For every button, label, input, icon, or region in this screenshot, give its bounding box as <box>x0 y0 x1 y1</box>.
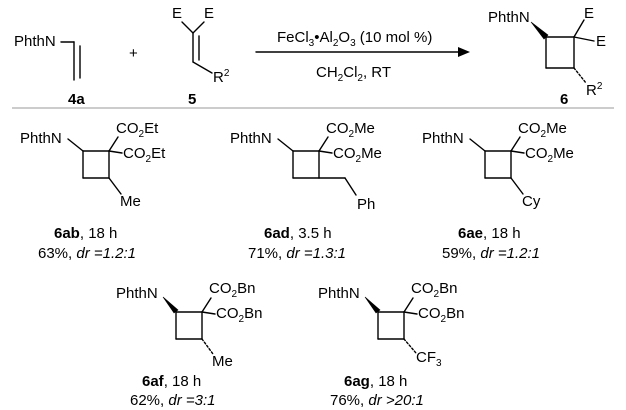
reactant-4a: PhthN 4a <box>14 33 85 108</box>
ester-2: CO2Me <box>333 145 382 165</box>
bond <box>403 297 414 313</box>
ester-1: CO2Bn <box>411 280 457 300</box>
label-5: 5 <box>188 91 196 108</box>
bond <box>192 61 213 74</box>
yield-line: 59%, dr =1.2:1 <box>442 245 540 262</box>
ester-1: CO2Me <box>326 120 375 140</box>
bond <box>318 150 333 154</box>
amine-label: PhthN <box>230 130 272 147</box>
plus-sign: + <box>129 45 138 62</box>
ester-1: CO2Et <box>116 120 159 140</box>
bond <box>108 177 122 195</box>
product-6ab: PhthN CO2Et CO2Et Me 6ab, 18 h 63%, dr =… <box>20 120 166 262</box>
compound-line: 6af, 18 h <box>142 373 201 390</box>
bond <box>181 21 194 34</box>
product-6ad: PhthN CO2Me CO2Me Ph 6ad, 3.5 h 71%, dr … <box>230 120 382 262</box>
product-6-e2: E <box>596 33 606 50</box>
wedge-bond <box>530 21 549 40</box>
substituent: Ph <box>357 196 375 213</box>
amine-label: PhthN <box>116 285 158 302</box>
reactant-4a-amine: PhthN <box>14 33 56 50</box>
bond <box>510 177 524 195</box>
ester-1: CO2Bn <box>209 280 255 300</box>
bond <box>201 311 216 315</box>
product-6-e1: E <box>584 5 594 22</box>
product-6-r2: R2 <box>586 81 603 99</box>
bond <box>403 311 418 315</box>
reactant-5: E E R2 5 <box>172 5 230 108</box>
compound-line: 6ad, 3.5 h <box>264 225 332 242</box>
ester-2: CO2Et <box>123 145 166 165</box>
hashed-bond <box>403 338 417 354</box>
compound-line: 6ag, 18 h <box>344 373 407 390</box>
reactant-5-e2: E <box>204 5 214 22</box>
bond <box>510 150 525 154</box>
label-4a: 4a <box>68 91 85 108</box>
compound-line: 6ae, 18 h <box>458 225 521 242</box>
substituent: Cy <box>522 193 541 210</box>
bond <box>67 138 84 152</box>
bond <box>469 138 486 152</box>
reaction-arrow: FeCl3•Al2O3 (10 mol %) CH2Cl2, RT <box>255 29 470 84</box>
yield-line: 62%, dr =3:1 <box>130 392 215 409</box>
conditions-solvent: CH2Cl2, RT <box>316 64 391 84</box>
substituent: CF3 <box>416 349 442 369</box>
bond <box>108 136 119 152</box>
substituent: Me <box>120 193 141 210</box>
bond <box>277 138 294 152</box>
compound-line: 6ab, 18 h <box>54 225 117 242</box>
amine-label: PhthN <box>422 130 464 147</box>
product-6af: PhthN CO2Bn CO2Bn Me 6af, 18 h 62%, dr =… <box>116 280 262 409</box>
label-6: 6 <box>560 91 568 108</box>
bond <box>510 136 521 152</box>
reactant-5-r2: R2 <box>213 68 230 86</box>
ester-2: CO2Me <box>525 145 574 165</box>
product-6ag: PhthN CO2Bn CO2Bn CF3 6ag, 18 h 76%, dr … <box>318 280 464 409</box>
wedge-bond <box>364 296 381 314</box>
wedge-bond <box>162 296 179 314</box>
arrow-head <box>458 47 470 57</box>
product-6-amine: PhthN <box>488 9 530 26</box>
amine-label: PhthN <box>20 130 62 147</box>
bond <box>573 36 595 42</box>
product-6: PhthN E E R2 6 <box>488 5 606 108</box>
hashed-bond <box>573 67 587 84</box>
yield-line: 63%, dr =1.2:1 <box>38 245 136 262</box>
conditions-catalyst: FeCl3•Al2O3 (10 mol %) <box>277 29 432 49</box>
bond <box>344 177 357 196</box>
product-6ae: PhthN CO2Me CO2Me Cy 6ae, 18 h 59%, dr =… <box>422 120 574 262</box>
reactant-5-e1: E <box>172 5 182 22</box>
hashed-bond <box>201 338 214 355</box>
bond <box>192 21 205 34</box>
ester-1: CO2Me <box>518 120 567 140</box>
bond <box>201 297 212 313</box>
yield-line: 71%, dr =1.3:1 <box>248 245 346 262</box>
ester-2: CO2Bn <box>418 305 464 325</box>
bond <box>108 150 123 154</box>
amine-label: PhthN <box>318 285 360 302</box>
ester-2: CO2Bn <box>216 305 262 325</box>
bond <box>573 19 585 38</box>
substituent: Me <box>212 353 233 370</box>
bond <box>318 136 329 152</box>
yield-line: 76%, dr >20:1 <box>330 392 424 409</box>
